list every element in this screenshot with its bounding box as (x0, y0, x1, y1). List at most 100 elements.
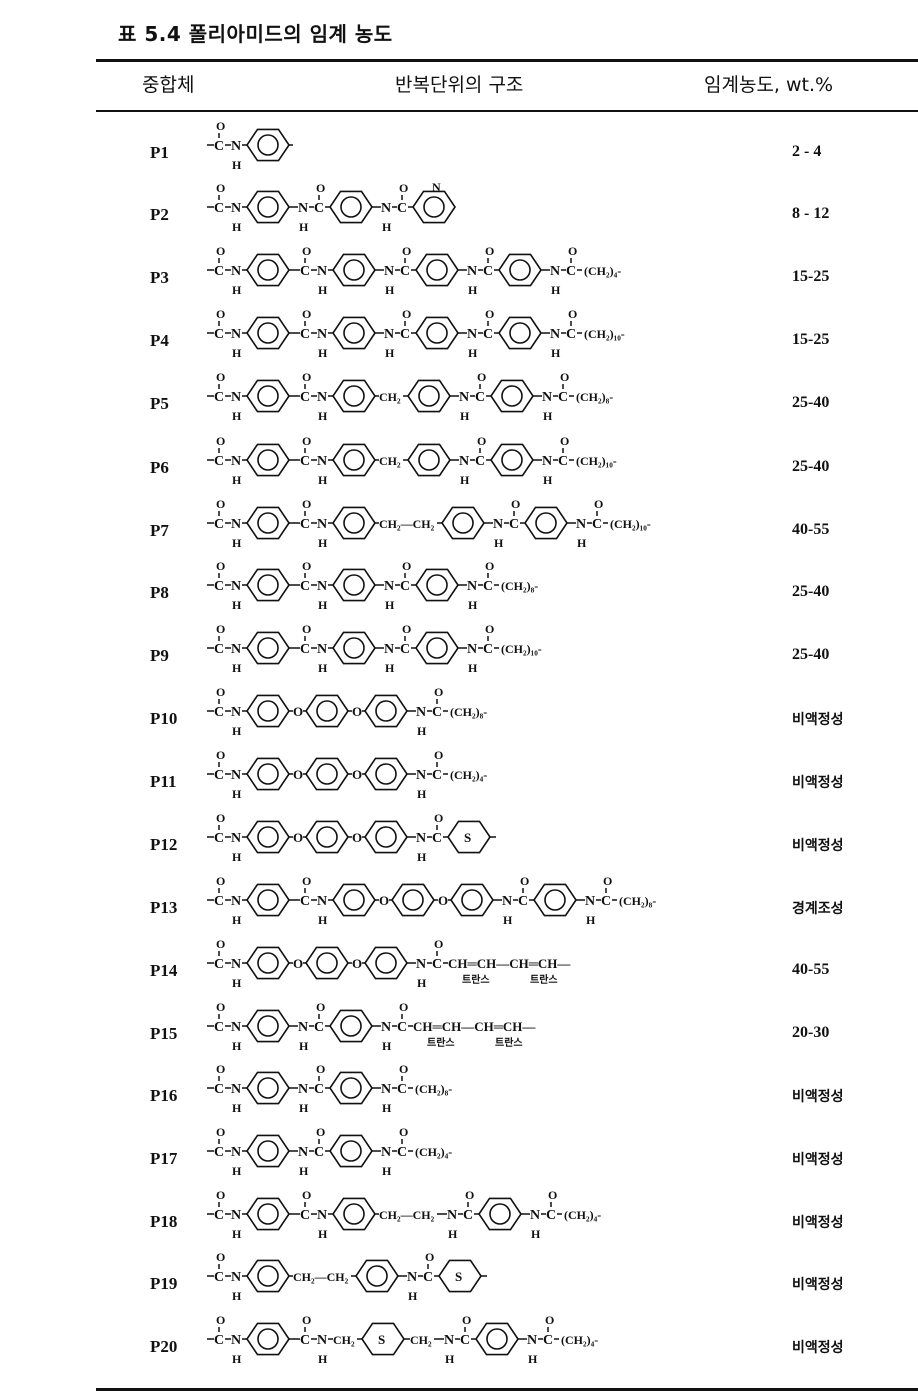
carbonyl-oxygen-label: O (545, 1313, 554, 1327)
hydrogen-label: H (318, 661, 328, 675)
polymer-code: P13 (150, 898, 178, 917)
hydrogen-label: H (417, 787, 427, 801)
nitrogen-label: N (317, 642, 327, 657)
aromatic-circle (343, 385, 365, 407)
carbonyl-oxygen-label: O (216, 1188, 225, 1202)
carbonyl-carbon-label: C (400, 327, 410, 342)
nitrogen-label: N (231, 642, 241, 657)
aromatic-circle (426, 259, 448, 281)
hydrogen-label: H (232, 1039, 242, 1053)
carbonyl-oxygen-label: O (548, 1188, 557, 1202)
nitrogen-label: N (231, 705, 241, 720)
nitrogen-label: N (317, 1333, 327, 1348)
carbonyl-carbon-label: C (214, 831, 224, 846)
benzene-ring-hexagon (332, 316, 376, 350)
nitrogen-label: N (231, 390, 241, 405)
benzene-ring-hexagon (498, 253, 542, 287)
carbonyl-carbon-label: C (214, 894, 224, 909)
nitrogen-label: N (231, 1145, 241, 1160)
carbonyl-oxygen-label: O (216, 874, 225, 888)
carbonyl-carbon-label: C (432, 705, 442, 720)
polymer-code: P19 (150, 1274, 178, 1293)
top-rule (96, 59, 918, 62)
carbonyl-oxygen-label: O (316, 1000, 325, 1014)
header-concentration: 임계농도, wt.% (704, 74, 834, 96)
benzene-ring-hexagon (246, 820, 290, 854)
header-polymer: 중합체 (142, 74, 195, 96)
aromatic-circle (544, 889, 566, 911)
diene-label: CH═CH—CH═CH— (413, 1019, 536, 1034)
aromatic-circle (257, 574, 279, 596)
carbonyl-carbon-label: C (300, 327, 310, 342)
nitrogen-label: N (317, 579, 327, 594)
carbonyl-oxygen-label: O (462, 1313, 471, 1327)
nitrogen-label: N (298, 1145, 308, 1160)
hydrogen-label: H (460, 409, 470, 423)
polymer-code: P15 (150, 1024, 178, 1043)
nitrogen-label: N (444, 1333, 454, 1348)
nitrogen-label: N (459, 454, 469, 469)
benzene-ring-hexagon (305, 757, 349, 791)
nitrogen-label: N (317, 454, 327, 469)
nitrogen-label: N (231, 957, 241, 972)
hydrogen-label: H (232, 1352, 242, 1366)
carbonyl-oxygen-label: O (216, 119, 225, 133)
carbonyl-oxygen-label: O (302, 559, 311, 573)
aromatic-circle (257, 1328, 279, 1350)
ethylene-label: CH₂—CH₂ (379, 1208, 435, 1222)
hydrogen-label: H (551, 283, 561, 297)
hydrogen-label: H (318, 598, 328, 612)
aromatic-circle (343, 322, 365, 344)
carbonyl-carbon-label: C (300, 454, 310, 469)
alkyl-chain-label: (CH₂)₈- (501, 579, 538, 593)
carbonyl-oxygen-label: O (485, 307, 494, 321)
carbonyl-carbon-label: C (397, 201, 407, 216)
carbonyl-oxygen-label: O (216, 307, 225, 321)
hydrogen-label: H (299, 1101, 309, 1115)
polymer-code: P3 (150, 268, 169, 287)
aromatic-circle (316, 700, 338, 722)
polymer-code: P5 (150, 394, 169, 413)
carbonyl-carbon-label: C (314, 1082, 324, 1097)
hydrogen-label: H (318, 346, 328, 360)
polymer-code: P7 (150, 521, 169, 540)
ether-oxygen-label: O (352, 956, 362, 971)
hydrogen-label: H (528, 1352, 538, 1366)
carbonyl-oxygen-label: O (302, 497, 311, 511)
carbonyl-carbon-label: C (300, 1208, 310, 1223)
hydrogen-label: H (232, 850, 242, 864)
carbonyl-oxygen-label: O (216, 434, 225, 448)
ether-oxygen-label: O (293, 767, 303, 782)
nitrogen-label: N (381, 1145, 391, 1160)
carbonyl-carbon-label: C (214, 1082, 224, 1097)
nitrogen-label: N (231, 768, 241, 783)
carbonyl-oxygen-label: O (560, 370, 569, 384)
nitrogen-label: N (384, 642, 394, 657)
benzene-ring-hexagon (305, 820, 349, 854)
carbonyl-carbon-label: C (397, 1020, 407, 1035)
benzene-ring-hexagon (246, 1071, 290, 1105)
benzene-ring-hexagon (332, 568, 376, 602)
nitrogen-label: N (542, 454, 552, 469)
benzene-ring-hexagon (305, 694, 349, 728)
hydrogen-label: H (232, 346, 242, 360)
carbonyl-oxygen-label: O (302, 1313, 311, 1327)
carbonyl-carbon-label: C (509, 517, 519, 532)
hydrogen-label: H (318, 1352, 328, 1366)
benzene-ring-hexagon (329, 190, 373, 224)
benzene-ring-hexagon (329, 1071, 373, 1105)
ether-oxygen-label: O (352, 767, 362, 782)
aromatic-circle (257, 952, 279, 974)
benzene-ring-hexagon (415, 568, 459, 602)
hydrogen-label: H (318, 1227, 328, 1241)
aromatic-circle (257, 134, 279, 156)
nitrogen-label: N (467, 264, 477, 279)
critical-concentration: 비액정성 (792, 1340, 844, 1356)
benzene-ring-hexagon (246, 1197, 290, 1231)
